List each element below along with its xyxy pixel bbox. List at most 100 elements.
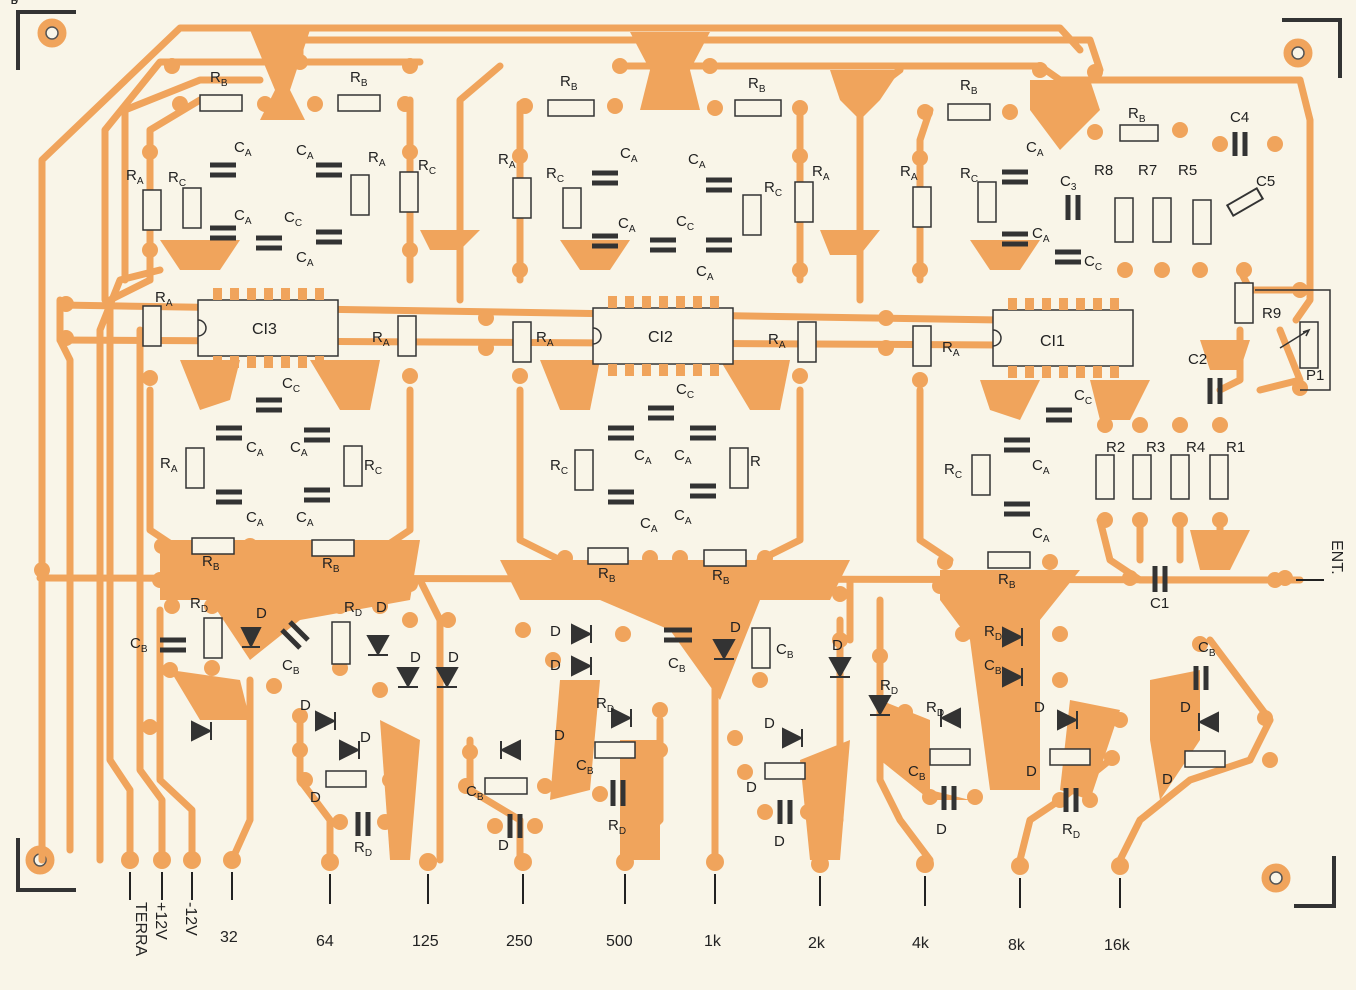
pad bbox=[1192, 262, 1208, 278]
pad bbox=[917, 104, 933, 120]
pad bbox=[292, 708, 308, 724]
pad bbox=[1011, 857, 1029, 875]
pad bbox=[1052, 672, 1068, 688]
pad bbox=[372, 682, 388, 698]
pad bbox=[1042, 554, 1058, 570]
outer-trace bbox=[106, 276, 154, 864]
potentiometer-p1 bbox=[1255, 289, 1331, 391]
trace bbox=[616, 62, 1304, 84]
component-label: D bbox=[498, 837, 509, 854]
pad bbox=[204, 660, 220, 676]
pad bbox=[572, 742, 588, 758]
pad bbox=[1132, 417, 1148, 433]
resistor-body bbox=[977, 181, 997, 223]
capacitor bbox=[648, 405, 674, 421]
ic-body-ci2 bbox=[592, 307, 734, 365]
pad bbox=[527, 818, 543, 834]
capacitor bbox=[1002, 231, 1028, 247]
component-label: R8 bbox=[1094, 162, 1113, 179]
capacitor bbox=[304, 427, 330, 443]
trace bbox=[1206, 636, 1274, 724]
resistor-body bbox=[947, 103, 991, 121]
resistor-body bbox=[1095, 454, 1115, 500]
resistor-body bbox=[751, 627, 771, 669]
resistor-body bbox=[587, 547, 629, 565]
resistor-body bbox=[729, 447, 749, 489]
pad bbox=[1087, 124, 1103, 140]
pad bbox=[307, 96, 323, 112]
resistor-body bbox=[325, 770, 367, 788]
pad bbox=[955, 626, 971, 642]
resistor-body bbox=[199, 94, 243, 112]
pour bbox=[970, 240, 1040, 270]
ic-pin bbox=[1093, 298, 1102, 310]
component-label: CB bbox=[0, 0, 18, 7]
component-label: D bbox=[1180, 699, 1191, 716]
pad bbox=[652, 742, 668, 758]
capacitor bbox=[706, 177, 732, 193]
diode bbox=[1002, 626, 1024, 648]
pad bbox=[1172, 122, 1188, 138]
ic-pin bbox=[213, 356, 222, 368]
pad bbox=[1212, 136, 1228, 152]
diode bbox=[611, 707, 633, 729]
pad bbox=[164, 598, 180, 614]
pad bbox=[402, 144, 418, 160]
ic-pin bbox=[1059, 298, 1068, 310]
pour bbox=[160, 240, 240, 270]
pad bbox=[153, 851, 171, 869]
pour bbox=[830, 70, 900, 120]
pad bbox=[727, 730, 743, 746]
pad bbox=[223, 851, 241, 869]
pad bbox=[512, 262, 528, 278]
ic-pin bbox=[315, 356, 324, 368]
capacitor bbox=[216, 425, 242, 441]
pad bbox=[907, 749, 923, 765]
resistor-body bbox=[512, 177, 532, 219]
pad bbox=[912, 262, 928, 278]
capacitor bbox=[1046, 407, 1072, 423]
trace bbox=[756, 386, 804, 564]
pad bbox=[517, 98, 533, 114]
potentiometer-lead bbox=[1255, 289, 1331, 391]
ic-pin bbox=[710, 364, 719, 376]
diode bbox=[1057, 709, 1079, 731]
resistor-body bbox=[734, 99, 782, 117]
pad bbox=[1292, 380, 1308, 396]
component-label: D bbox=[774, 833, 785, 850]
capacitor-cb bbox=[610, 780, 626, 806]
pad bbox=[706, 853, 724, 871]
diode bbox=[396, 667, 420, 689]
ic-pin bbox=[1093, 366, 1102, 378]
resistor-body bbox=[547, 99, 595, 117]
pour bbox=[160, 540, 420, 660]
output-label-16k: 16k bbox=[1104, 937, 1131, 954]
capacitor bbox=[210, 162, 236, 178]
diode bbox=[366, 635, 390, 657]
diode bbox=[315, 710, 337, 732]
pad bbox=[702, 58, 718, 74]
pad bbox=[397, 96, 413, 112]
component-label: D bbox=[832, 637, 843, 654]
pad bbox=[652, 702, 668, 718]
pad bbox=[912, 372, 928, 388]
pad bbox=[878, 340, 894, 356]
resistor-body bbox=[562, 187, 582, 229]
ic-pin bbox=[264, 356, 273, 368]
pad bbox=[402, 368, 418, 384]
resistor-body bbox=[311, 539, 355, 557]
component-label: R1 bbox=[1226, 439, 1245, 456]
resistor-body bbox=[594, 741, 636, 759]
pad bbox=[142, 144, 158, 160]
ic-pin bbox=[298, 356, 307, 368]
component-label: D bbox=[936, 821, 947, 838]
resistor-body bbox=[1049, 748, 1091, 766]
pour bbox=[720, 360, 790, 410]
pour bbox=[540, 360, 600, 410]
pad bbox=[800, 804, 816, 820]
pour bbox=[820, 230, 880, 255]
pour bbox=[180, 360, 240, 410]
pad bbox=[1132, 512, 1148, 528]
capacitor bbox=[592, 170, 618, 186]
capacitor-cb bbox=[1063, 788, 1079, 812]
